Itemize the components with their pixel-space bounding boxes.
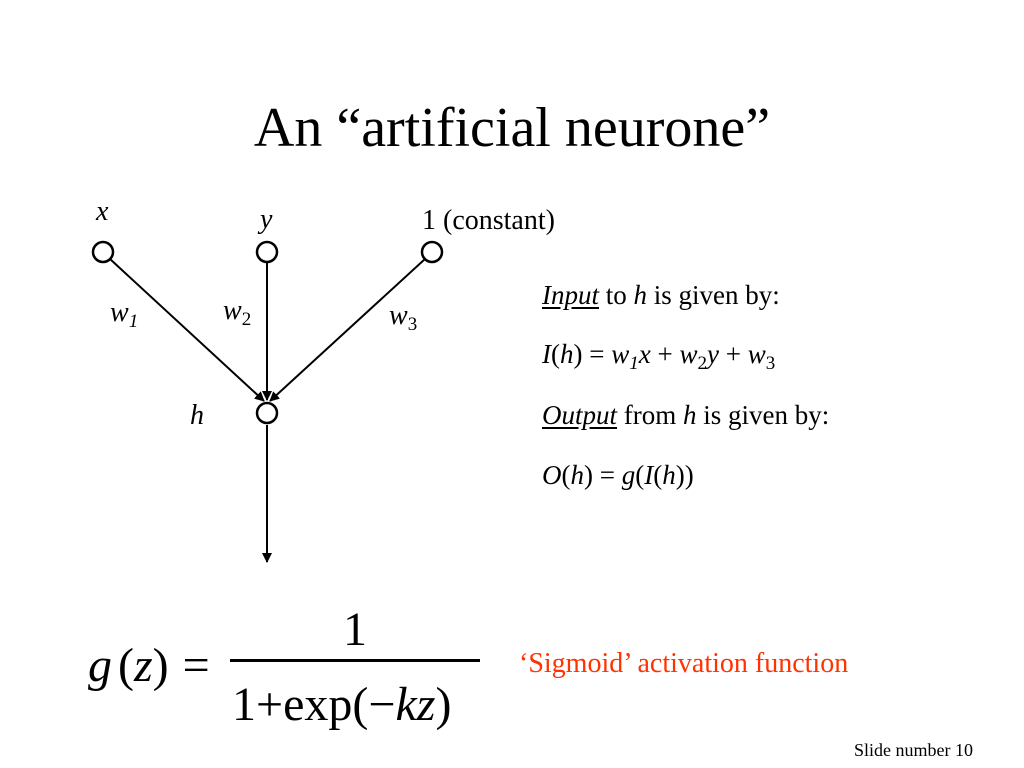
eq-w2-sub: 2 — [697, 353, 707, 374]
node-y — [255, 240, 279, 264]
eq-w2: w — [679, 339, 698, 369]
w3-base: w — [389, 300, 408, 331]
eq-plus-1: + — [650, 339, 680, 369]
input-description: Input to h is given by: — [542, 282, 780, 309]
formula-numerator: 1 — [343, 603, 367, 656]
formula-g: g — [88, 639, 112, 692]
input-rest-b: is given by: — [647, 280, 780, 310]
w1-subscript: 1 — [128, 311, 139, 332]
w2-subscript: 2 — [241, 309, 252, 330]
w3-subscript: 3 — [407, 314, 418, 335]
oeq-open: ( — [561, 460, 571, 490]
eq-w3: w — [747, 339, 766, 369]
w2-base: w — [223, 295, 242, 326]
output-rest-a: from — [617, 400, 683, 430]
eq-I: I — [542, 339, 551, 369]
label-w3: w3 — [389, 300, 418, 335]
eq-w1: w — [611, 339, 630, 369]
oeq-h-2: h — [662, 460, 676, 490]
label-w1: w1 — [110, 297, 139, 332]
formula-denominator: 1+exp(−kz) — [232, 681, 451, 729]
output-rest-b: is given by: — [696, 400, 830, 430]
den-minus: − — [368, 678, 396, 731]
output-equation: O(h) = g(I(h)) — [542, 462, 694, 489]
den-exp: exp( — [283, 678, 369, 731]
formula-equals: = — [182, 639, 210, 692]
slide-number: Slide number 10 — [854, 740, 973, 760]
formula-fraction-bar — [230, 659, 480, 662]
eq-close-equals: ) = — [573, 339, 612, 369]
input-rest-a: to — [599, 280, 634, 310]
eq-open: ( — [551, 339, 560, 369]
den-one: 1 — [232, 678, 256, 731]
input-equation: I(h) = w1x + w2y + w3 — [542, 339, 776, 374]
formula-lhs: g(z)= — [88, 642, 210, 690]
den-close: ) — [435, 678, 452, 731]
eq-w1-sub: 1 — [629, 353, 639, 374]
input-word: Input — [542, 280, 599, 310]
output-var: h — [683, 400, 697, 430]
node-x — [91, 240, 115, 264]
eq-plus-2: + — [718, 339, 748, 369]
formula-z: z — [133, 639, 153, 692]
label-h: h — [190, 400, 204, 431]
den-kz: kz — [395, 678, 436, 731]
label-w2: w2 — [223, 295, 252, 330]
node-constant — [420, 240, 444, 264]
formula-lhs-close: ) — [152, 639, 169, 692]
den-plus: + — [256, 678, 284, 731]
output-word: Output — [542, 400, 618, 430]
edge-x-to-h — [109, 258, 265, 402]
eq-x: x — [638, 339, 651, 369]
oeq-h: h — [570, 460, 585, 490]
oeq-I: I — [644, 460, 654, 490]
label-x: x — [96, 196, 109, 227]
label-y: y — [260, 204, 273, 235]
formula-lhs-open: ( — [118, 639, 134, 692]
oeq-g: g — [621, 460, 636, 490]
oeq-open-3: ( — [653, 460, 663, 490]
slide-title: An “artificial neurone” — [253, 97, 771, 159]
label-constant: 1 (constant) — [422, 205, 555, 236]
oeq-O: O — [542, 460, 562, 490]
node-h — [255, 401, 279, 425]
sigmoid-label: ‘Sigmoid’ activation function — [519, 648, 849, 679]
oeq-close: )) — [675, 460, 694, 490]
oeq-open-2: ( — [635, 460, 645, 490]
eq-h: h — [560, 339, 574, 369]
eq-y: y — [706, 339, 719, 369]
edge-constant-to-h — [269, 258, 426, 402]
input-var: h — [633, 280, 648, 310]
oeq-close-equals: ) = — [584, 460, 622, 490]
w1-base: w — [110, 297, 129, 328]
output-description: Output from h is given by: — [542, 402, 829, 429]
eq-w3-sub: 3 — [765, 353, 776, 374]
